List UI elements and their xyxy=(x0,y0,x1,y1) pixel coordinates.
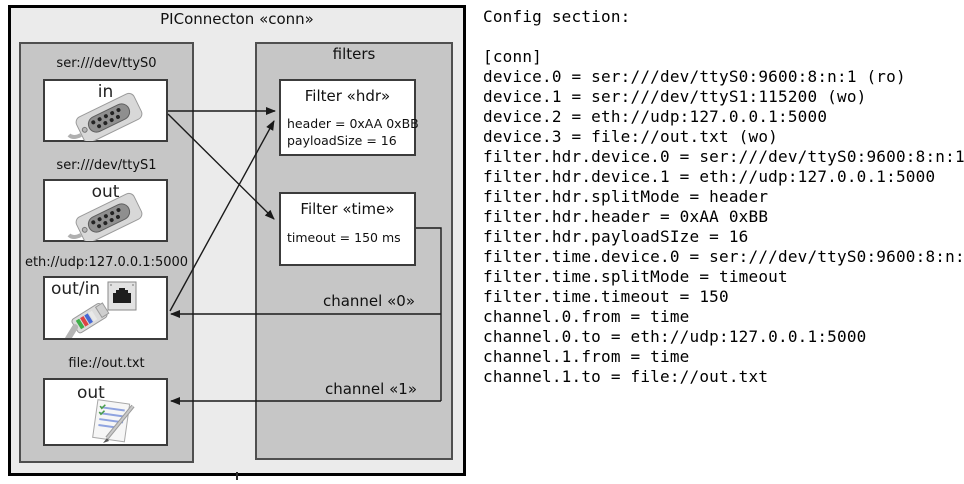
device-url-label: ser:///dev/ttyS1 xyxy=(56,158,157,173)
channel-0-label: channel «0» xyxy=(322,292,415,310)
device-direction-label: out xyxy=(91,182,120,202)
config-line: device.1 = ser:///dev/ttyS1:115200 (wo) xyxy=(483,87,867,106)
channel-1-label: channel «1» xyxy=(324,380,417,398)
device-box-ttys0: in xyxy=(43,79,168,142)
config-line: filter.hdr.device.0 = ser:///dev/ttyS0:9… xyxy=(483,147,964,166)
config-line: filter.time.timeout = 150 xyxy=(483,287,729,306)
filters-panel-title: filters xyxy=(332,45,376,63)
filter-property: header = 0xAA 0xBB xyxy=(287,116,419,131)
config-line: filter.time.device.0 = ser:///dev/ttyS0:… xyxy=(483,247,964,266)
device-box-ttys1: out xyxy=(43,179,168,242)
filter-title: Filter «time» xyxy=(300,200,395,218)
device-box-eth: out/in xyxy=(43,276,168,340)
config-line xyxy=(483,27,961,47)
config-line: filter.time.splitMode = timeout xyxy=(483,267,788,286)
device-url-label: eth://udp:127.0.0.1:5000 xyxy=(24,255,189,270)
config-line: filter.hdr.header = 0xAA 0xBB xyxy=(483,207,769,226)
config-heading: Config section: xyxy=(483,7,631,26)
config-section: Config section: [conn] device.0 = ser://… xyxy=(483,7,964,387)
device-direction-label: out/in xyxy=(51,279,101,299)
ethernet-plug-icon xyxy=(65,302,110,338)
device-direction-label: in xyxy=(97,82,114,102)
config-line: device.3 = file://out.txt (wo) xyxy=(483,127,778,146)
config-line: channel.0.from = time xyxy=(483,307,690,326)
config-line: device.2 = eth://udp:127.0.0.1:5000 xyxy=(483,107,828,126)
serial-connector-icon xyxy=(67,192,143,241)
filter-property: timeout = 150 ms xyxy=(287,230,401,245)
diagram-title: PIConnecton «conn» xyxy=(160,10,314,28)
filter-time-box: Filter «time» timeout = 150 ms xyxy=(279,192,416,266)
config-line: filter.hdr.device.1 = eth://udp:127.0.0.… xyxy=(483,167,936,186)
config-line: channel.0.to = eth://udp:127.0.0.1:5000 xyxy=(483,327,867,346)
filter-title: Filter «hdr» xyxy=(304,87,391,105)
device-direction-label: out xyxy=(77,383,105,403)
device-url-label: file://out.txt xyxy=(68,356,145,371)
config-line: channel.1.from = time xyxy=(483,347,690,366)
config-line: [conn] xyxy=(483,47,542,66)
device-url-label: ser:///dev/ttyS0 xyxy=(56,56,157,71)
frame-bottom-tick xyxy=(236,472,238,480)
filter-hdr-box: Filter «hdr» header = 0xAA 0xBB payloadS… xyxy=(279,79,419,156)
config-line: filter.hdr.splitMode = header xyxy=(483,187,769,206)
config-line: channel.1.to = file://out.txt xyxy=(483,367,769,386)
serial-connector-icon xyxy=(67,92,143,141)
config-line: filter.hdr.payloadSIze = 16 xyxy=(483,227,749,246)
config-line: device.0 = ser:///dev/ttyS0:9600:8:n:1 (… xyxy=(483,67,906,86)
filter-property: payloadSize = 16 xyxy=(287,133,397,148)
ethernet-jack-icon xyxy=(107,281,137,311)
notepad-icon xyxy=(92,399,135,443)
device-box-file: out xyxy=(43,378,168,446)
